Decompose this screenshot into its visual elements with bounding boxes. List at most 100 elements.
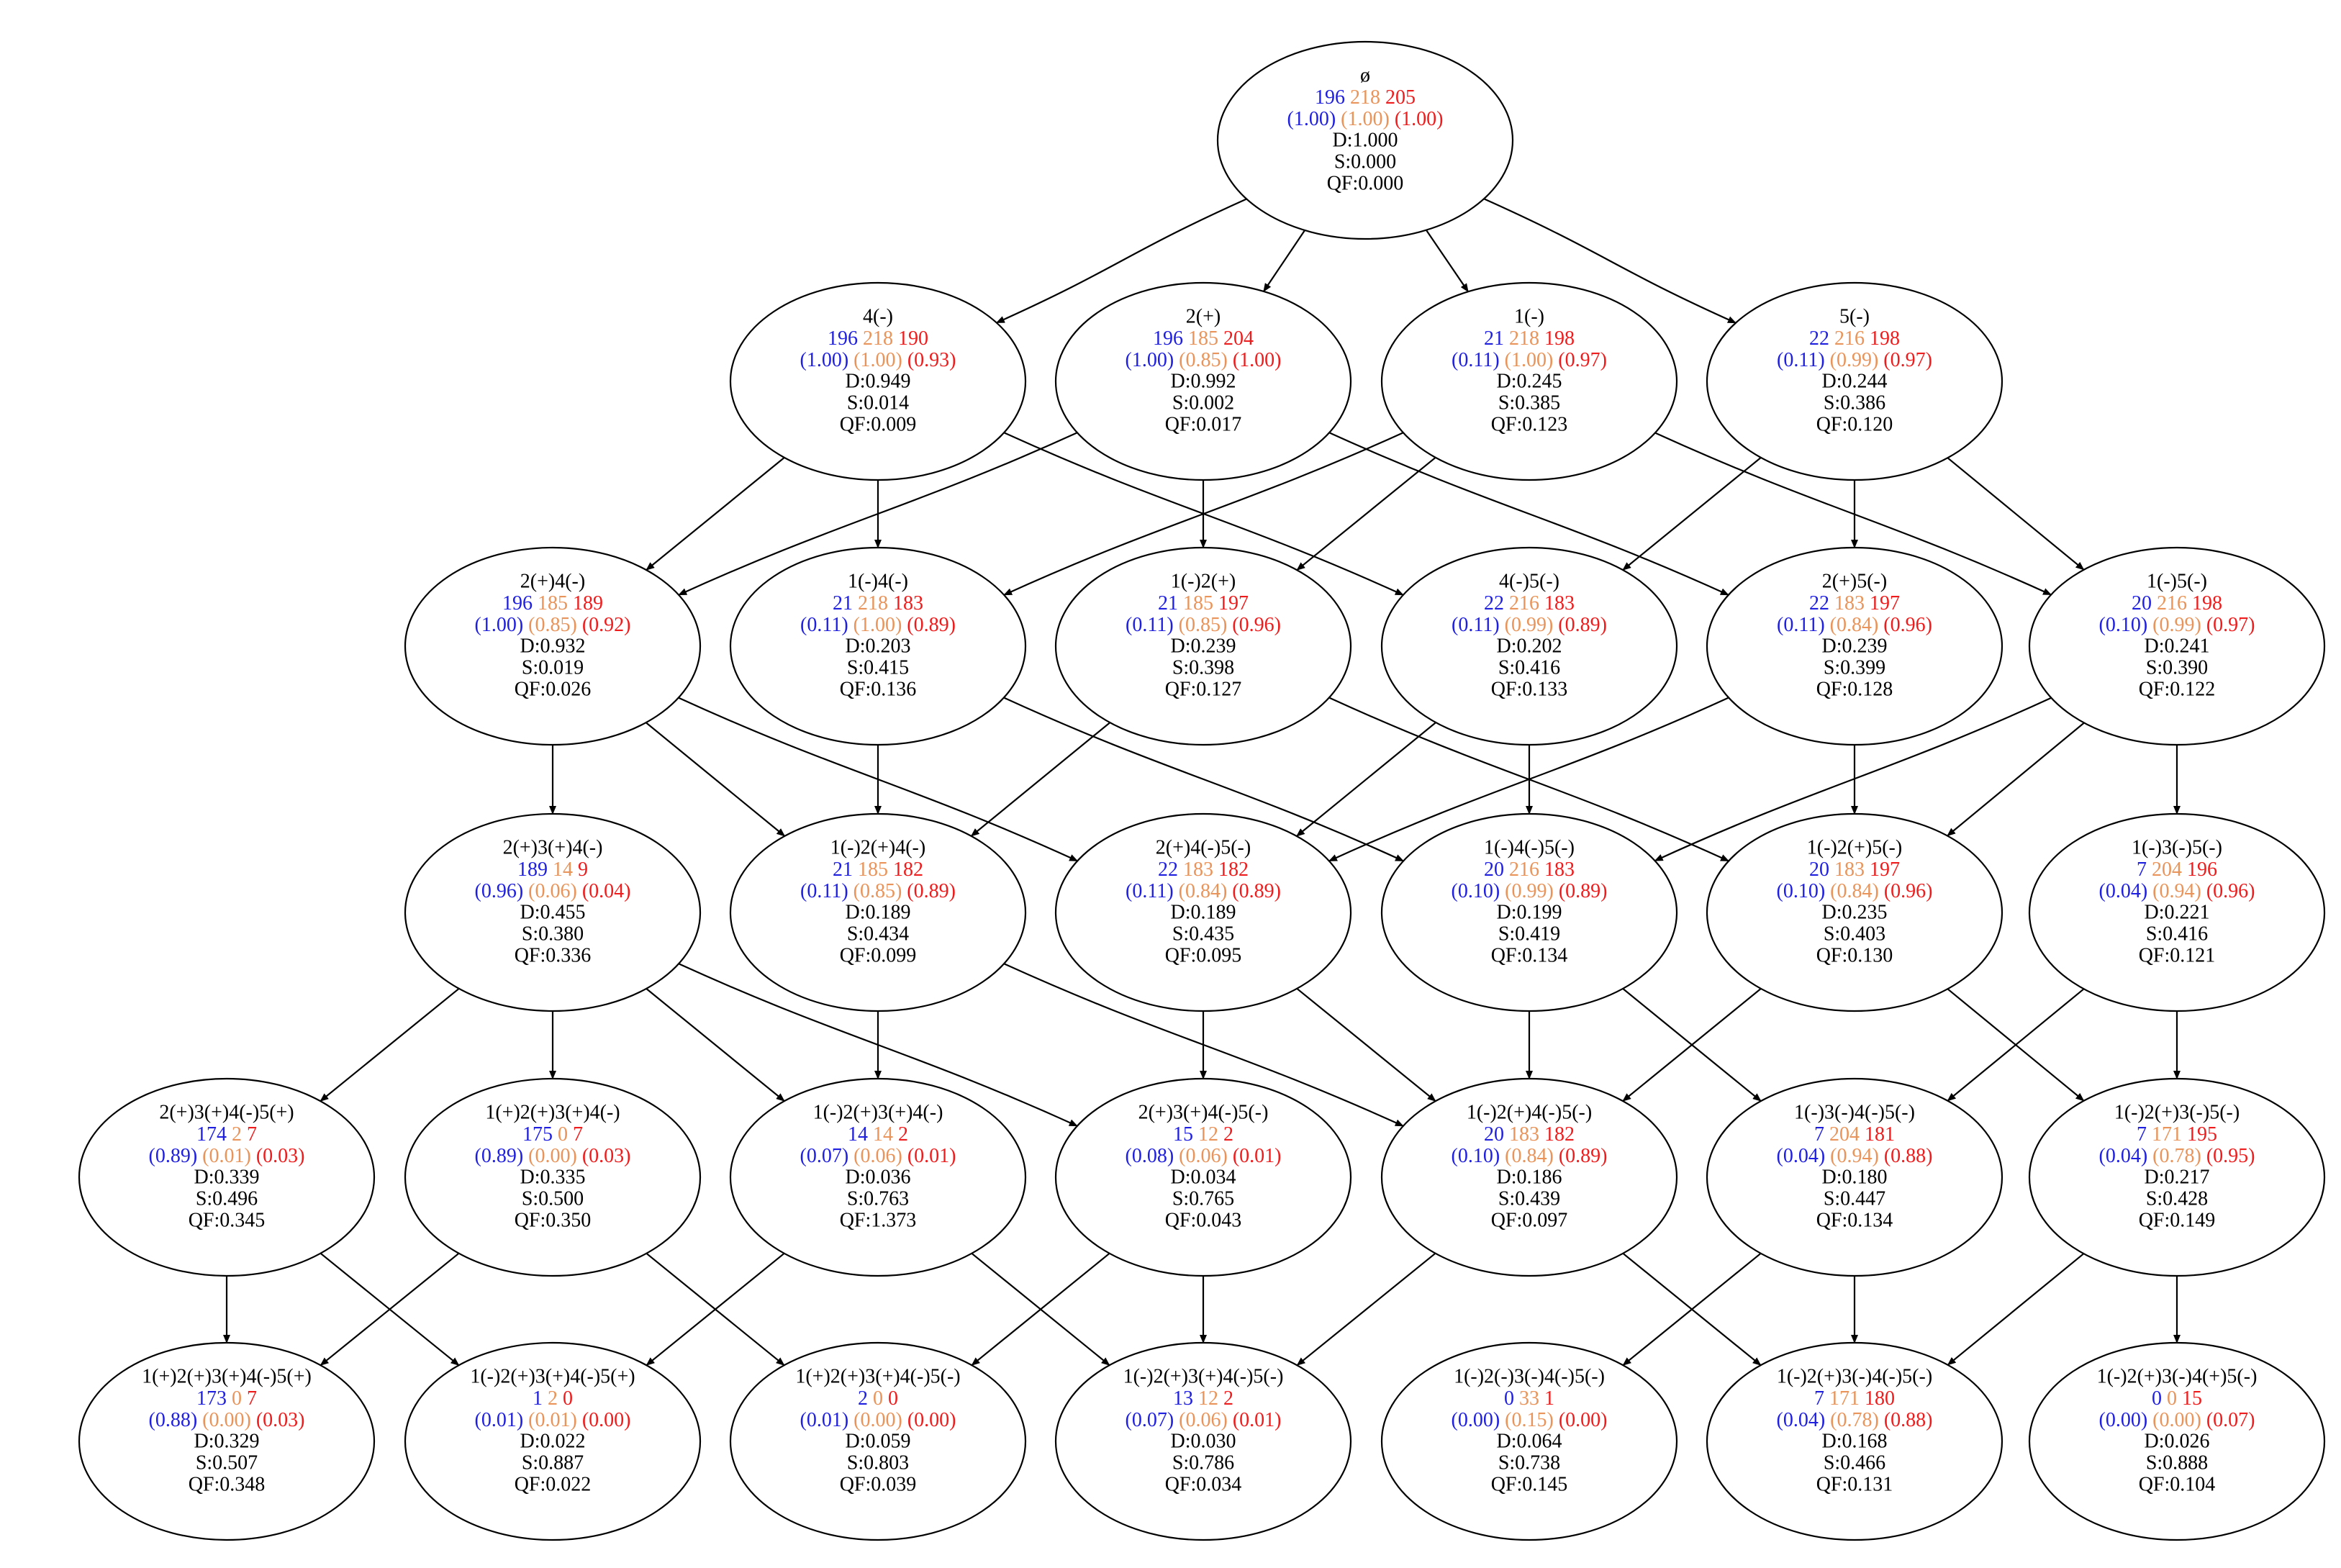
node-proportions: (0.10) (0.84) (0.96) bbox=[1777, 880, 1933, 902]
proportion-orange: (0.99) bbox=[2152, 614, 2201, 636]
node-proportions: (0.11) (0.85) (0.96) bbox=[1126, 614, 1281, 636]
node-d-value: D:0.455 bbox=[520, 902, 586, 924]
node-s-value: S:0.398 bbox=[1172, 657, 1234, 679]
node-qf-value: QF:0.134 bbox=[1816, 1210, 1893, 1232]
node-qf-value: QF:0.104 bbox=[2139, 1474, 2216, 1496]
lattice-node: 1(-)2(+)4(-)5(-)20 183 182(0.10) (0.84) … bbox=[1380, 1077, 1678, 1277]
count-blue: 7 bbox=[2137, 858, 2147, 881]
proportion-blue: (0.01) bbox=[800, 1409, 849, 1431]
lattice-node: 4(-)196 218 190(1.00) (1.00) (0.93)D:0.9… bbox=[729, 281, 1027, 481]
node-counts: 196 185 189 bbox=[502, 592, 603, 615]
count-orange: 0 bbox=[2167, 1387, 2177, 1410]
edge-n10-n14 bbox=[1654, 697, 2052, 862]
edge-n1-n5 bbox=[646, 457, 785, 571]
node-label: 1(+)2(+)3(+)4(-)5(+) bbox=[142, 1366, 312, 1388]
proportion-orange: (0.00) bbox=[853, 1409, 902, 1431]
proportion-red: (0.88) bbox=[1884, 1409, 1933, 1431]
count-orange: 218 bbox=[1509, 327, 1539, 350]
proportion-red: (0.95) bbox=[2206, 1145, 2255, 1167]
count-orange: 0 bbox=[558, 1123, 568, 1146]
node-qf-value: QF:0.122 bbox=[2139, 679, 2216, 701]
count-orange: 216 bbox=[1509, 858, 1539, 881]
node-label: 1(-)2(+)3(+)4(-)5(+) bbox=[470, 1366, 635, 1388]
node-d-value: D:0.022 bbox=[520, 1431, 586, 1453]
node-ellipse bbox=[1706, 546, 2003, 746]
edge-n0-n1 bbox=[995, 198, 1247, 324]
node-counts: 21 185 182 bbox=[833, 858, 923, 881]
edge-n4-n8 bbox=[1622, 457, 1762, 571]
count-red: 195 bbox=[2187, 1123, 2217, 1146]
node-counts: 21 218 183 bbox=[833, 592, 923, 615]
node-counts: 175 0 7 bbox=[522, 1123, 583, 1146]
node-s-value: S:0.403 bbox=[1824, 923, 1885, 946]
lattice-node: 1(-)2(-)3(-)4(-)5(-)0 33 1(0.00) (0.15) … bbox=[1380, 1341, 1678, 1541]
node-counts: 20 183 182 bbox=[1484, 1123, 1575, 1146]
proportion-orange: (0.99) bbox=[1830, 349, 1879, 371]
proportion-blue: (0.89) bbox=[149, 1145, 198, 1167]
node-s-value: S:0.786 bbox=[1172, 1452, 1234, 1474]
node-qf-value: QF:0.026 bbox=[515, 679, 592, 701]
proportion-orange: (1.00) bbox=[1505, 349, 1554, 371]
edge-n10-n15 bbox=[1947, 722, 2085, 837]
count-blue: 21 bbox=[833, 592, 853, 615]
proportion-red: (1.00) bbox=[1395, 108, 1444, 130]
proportion-orange: (0.84) bbox=[1830, 880, 1879, 902]
proportion-red: (0.01) bbox=[1233, 1409, 1282, 1431]
node-qf-value: QF:0.043 bbox=[1165, 1210, 1242, 1232]
proportion-orange: (0.06) bbox=[1179, 1145, 1228, 1167]
count-blue: 0 bbox=[1504, 1387, 1514, 1410]
count-blue: 20 bbox=[1809, 858, 1829, 881]
proportion-red: (0.89) bbox=[1558, 614, 1607, 636]
node-d-value: D:0.335 bbox=[520, 1166, 586, 1189]
count-orange: 14 bbox=[553, 858, 573, 881]
node-d-value: D:0.932 bbox=[520, 635, 586, 658]
node-counts: 7 204 181 bbox=[1814, 1123, 1895, 1146]
proportion-orange: (0.00) bbox=[2152, 1409, 2201, 1431]
count-red: 205 bbox=[1385, 86, 1416, 109]
proportion-red: (0.96) bbox=[1884, 880, 1933, 902]
node-d-value: D:0.241 bbox=[2145, 635, 2210, 658]
node-s-value: S:0.002 bbox=[1172, 392, 1234, 414]
proportion-orange: (0.01) bbox=[528, 1409, 577, 1431]
lattice-node: 2(+)4(-)196 185 189(1.00) (0.85) (0.92)D… bbox=[404, 546, 702, 746]
proportion-red: (0.89) bbox=[1559, 1145, 1608, 1167]
node-label: 1(-)4(-)5(-) bbox=[1484, 837, 1575, 859]
count-red: 180 bbox=[1865, 1387, 1895, 1410]
node-s-value: S:0.416 bbox=[1498, 657, 1560, 679]
node-proportions: (0.04) (0.78) (0.88) bbox=[1777, 1409, 1933, 1431]
node-s-value: S:0.428 bbox=[2146, 1188, 2208, 1210]
node-s-value: S:0.887 bbox=[522, 1452, 584, 1474]
count-orange: 2 bbox=[548, 1387, 558, 1410]
proportion-orange: (0.99) bbox=[1505, 614, 1554, 636]
proportion-orange: (0.00) bbox=[202, 1409, 251, 1431]
node-counts: 196 218 205 bbox=[1315, 86, 1416, 109]
proportion-blue: (0.88) bbox=[149, 1409, 198, 1431]
node-d-value: D:0.202 bbox=[1497, 635, 1562, 658]
count-orange: 2 bbox=[232, 1123, 242, 1146]
node-counts: 20 216 198 bbox=[2132, 592, 2222, 615]
count-blue: 21 bbox=[1484, 327, 1504, 350]
count-red: 1 bbox=[1544, 1387, 1554, 1410]
node-ellipse bbox=[2028, 812, 2326, 1012]
count-blue: 21 bbox=[833, 858, 853, 881]
lattice-node: 2(+)4(-)5(-)22 183 182(0.11) (0.84) (0.8… bbox=[1054, 812, 1352, 1012]
node-qf-value: QF:0.149 bbox=[2139, 1210, 2216, 1232]
count-red: 197 bbox=[1870, 592, 1900, 615]
edge-n6-n14 bbox=[1003, 697, 1405, 862]
node-label: 1(-)2(+)4(-)5(-) bbox=[1467, 1102, 1592, 1124]
node-proportions: (0.07) (0.06) (0.01) bbox=[800, 1145, 956, 1167]
proportion-orange: (0.84) bbox=[1505, 1145, 1554, 1167]
lattice-node: 2(+)3(+)4(-)189 14 9(0.96) (0.06) (0.04)… bbox=[404, 812, 702, 1012]
count-red: 0 bbox=[888, 1387, 898, 1410]
node-d-value: D:0.239 bbox=[1171, 635, 1236, 658]
proportion-orange: (0.01) bbox=[202, 1145, 251, 1167]
node-label: 1(-)2(+)5(-) bbox=[1807, 837, 1902, 859]
proportion-blue: (0.11) bbox=[800, 614, 848, 636]
proportion-orange: (1.00) bbox=[1341, 108, 1390, 130]
proportion-blue: (0.00) bbox=[1452, 1409, 1500, 1431]
count-orange: 185 bbox=[1183, 592, 1213, 615]
lattice-node: 1(-)3(-)5(-)7 204 196(0.04) (0.94) (0.96… bbox=[2028, 812, 2326, 1012]
node-ellipse bbox=[2028, 1341, 2326, 1541]
node-s-value: S:0.507 bbox=[196, 1452, 258, 1474]
